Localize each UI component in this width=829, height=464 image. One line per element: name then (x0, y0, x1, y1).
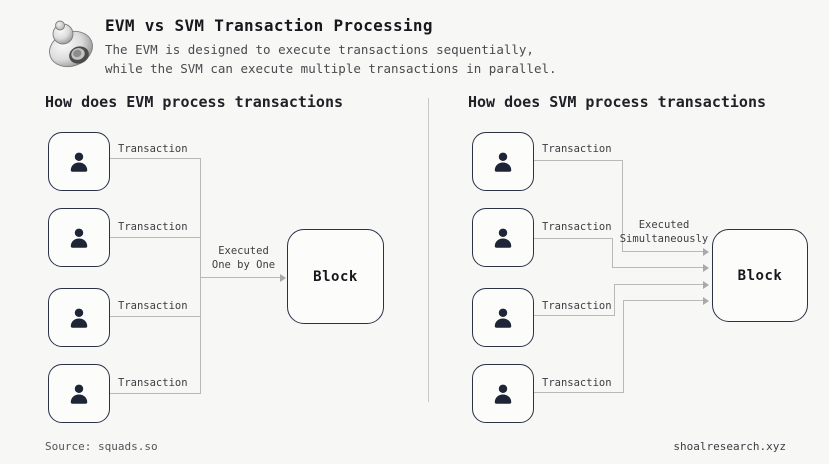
evm-execution-label-line-1: Executed (218, 245, 269, 257)
page-title: EVM vs SVM Transaction Processing (105, 16, 433, 35)
source-credit: Source: squads.so (45, 440, 158, 453)
evm-arrow-line (200, 277, 280, 278)
evm-user-box-1 (48, 132, 110, 191)
evm-transaction-label-1: Transaction (118, 143, 188, 155)
evm-block-box: Block (287, 229, 384, 324)
svm-connector-line (614, 284, 703, 285)
evm-connector-line (110, 237, 200, 238)
svm-connector-line (612, 238, 613, 267)
svm-connector-line (622, 160, 623, 251)
svm-execution-label: Executed Simultaneously (608, 219, 720, 246)
person-icon (494, 152, 512, 172)
evm-connector-line (110, 393, 200, 394)
svm-arrowhead-icon (703, 280, 709, 289)
evm-block-label: Block (313, 268, 358, 285)
svm-user-box-1 (472, 132, 534, 191)
evm-execution-label: Executed One by One (201, 245, 286, 272)
svm-connector-line (534, 238, 612, 239)
person-icon (70, 384, 88, 404)
person-icon (70, 152, 88, 172)
evm-user-box-2 (48, 208, 110, 267)
svm-execution-label-line-2: Simultaneously (619, 232, 709, 245)
site-credit: shoalresearch.xyz (673, 440, 786, 453)
evm-transaction-label-4: Transaction (118, 377, 188, 389)
page-subtitle: The EVM is designed to execute transacti… (105, 40, 557, 78)
svm-connector-line (623, 300, 703, 301)
svm-connector-line (622, 251, 703, 252)
svm-panel-heading: How does SVM process transactions (468, 93, 767, 111)
svm-block-box: Block (712, 229, 808, 322)
svm-connector-line (534, 160, 622, 161)
svm-user-box-3 (472, 288, 534, 347)
svm-block-label: Block (737, 267, 783, 284)
svm-arrowhead-icon (703, 263, 709, 272)
svm-user-box-4 (472, 364, 534, 423)
svm-connector-line (534, 392, 623, 393)
evm-connector-line (110, 158, 200, 159)
evm-panel-heading: How does EVM process transactions (45, 93, 344, 111)
subtitle-line-1: The EVM is designed to execute transacti… (105, 42, 534, 57)
svm-transaction-label-4: Transaction (542, 377, 612, 389)
svm-transaction-label-1: Transaction (542, 143, 612, 155)
svm-arrowhead-icon (703, 247, 709, 256)
person-icon (70, 308, 88, 328)
svm-execution-label-line-1: Executed (638, 219, 690, 231)
svm-transaction-label-3: Transaction (542, 300, 612, 312)
person-icon (494, 228, 512, 248)
person-icon (70, 228, 88, 248)
svm-user-box-2 (472, 208, 534, 267)
panel-divider (428, 98, 429, 402)
evm-transaction-label-2: Transaction (118, 221, 188, 233)
person-icon (494, 384, 512, 404)
svm-connector-line (614, 284, 615, 316)
evm-connector-line (110, 316, 200, 317)
evm-transaction-label-3: Transaction (118, 300, 188, 312)
evm-user-box-3 (48, 288, 110, 347)
evm-merge-line (200, 158, 201, 394)
person-icon (494, 308, 512, 328)
svm-connector-line (612, 267, 703, 268)
evm-arrowhead-icon (280, 273, 286, 282)
svm-arrowhead-icon (703, 296, 709, 305)
evm-execution-label-line-2: One by One (211, 258, 276, 271)
svm-connector-line (623, 300, 624, 393)
svm-connector-line (534, 315, 614, 316)
subtitle-line-2: while the SVM can execute multiple trans… (105, 61, 557, 76)
svm-transaction-label-2: Transaction (542, 221, 612, 233)
evm-user-box-4 (48, 364, 110, 423)
snail-shell-logo-icon (40, 12, 100, 74)
